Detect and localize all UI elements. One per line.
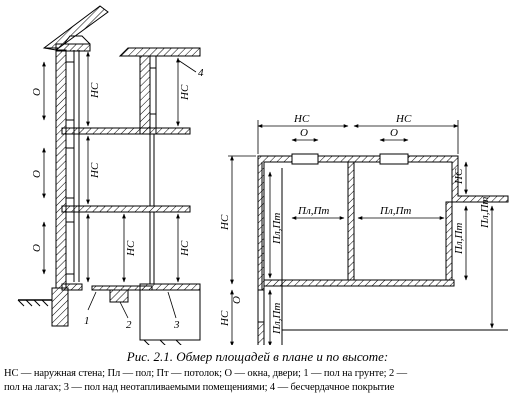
section-view: [17, 5, 201, 345]
plan-label-ns-left: НС: [219, 214, 231, 231]
plan-label-plpt-h1: Пл,Пт: [297, 205, 329, 217]
plan-label-plpt-right: Пл,Пт: [453, 223, 465, 255]
label-ns-2: НС: [89, 162, 101, 179]
legend-line-2: пол на лагах; 3 — пол над неотапливаемым…: [4, 382, 395, 393]
label-ns-4: НС: [179, 84, 191, 101]
figure-caption-legend: НС — наружная стена; Пл — пол; Пт — пото…: [4, 367, 512, 395]
label-o-1: О: [31, 88, 43, 96]
dimensions-plan: [228, 120, 494, 345]
plan-label-plpt-v2: Пл,Пт: [271, 303, 283, 335]
roof-detail: [118, 47, 201, 135]
roof-slab: [42, 5, 109, 52]
figure-caption-title: Рис. 2.1. Обмер площадей в плане и по вы…: [126, 349, 389, 364]
label-ns-5: НС: [179, 240, 191, 257]
outer-wall-section: [55, 49, 80, 289]
plan-label-o-left: О: [231, 296, 243, 304]
label-3: 3: [173, 319, 180, 331]
plan-outer-walls: [257, 153, 509, 345]
label-ns-3: НС: [125, 240, 137, 257]
partitions: [149, 134, 155, 284]
dimensions-section: [42, 51, 197, 319]
plan-label-ns-top-1: НС: [293, 113, 310, 125]
foundation: [17, 287, 201, 345]
plan-label-ns-left-low: НС: [219, 310, 231, 327]
label-o-2: О: [31, 170, 43, 178]
section-labels: НС НС НС НС НС О О О 1 2 3 4: [31, 67, 204, 331]
label-1: 1: [84, 315, 90, 327]
plan-label-ns-right: НС: [453, 168, 465, 185]
plan-label-plpt-v1: Пл,Пт: [271, 213, 283, 245]
plan-view: [228, 120, 509, 345]
floor-slabs: [61, 127, 201, 291]
measurement-drawing: НС НС НС НС НС О О О 1 2 3 4: [17, 5, 509, 345]
plan-labels: НС НС О О НС НС О Пл,Пт Пл,Пт Пл,Пт Пл,П…: [219, 113, 491, 335]
label-o-3: О: [31, 244, 43, 252]
plan-label-o-1: О: [300, 127, 308, 139]
legend-line-1: НС — наружная стена; Пл — пол; Пт — пото…: [4, 368, 408, 379]
plan-interior-walls: [263, 161, 508, 331]
label-2: 2: [126, 319, 132, 331]
plan-label-o-2: О: [390, 127, 398, 139]
plan-label-ns-top-2: НС: [395, 113, 412, 125]
plan-label-plpt-h2: Пл,Пт: [379, 205, 411, 217]
label-ns-1: НС: [89, 82, 101, 99]
label-4: 4: [198, 67, 204, 79]
plan-label-plpt-far-right: Пл,Пт: [479, 197, 491, 229]
